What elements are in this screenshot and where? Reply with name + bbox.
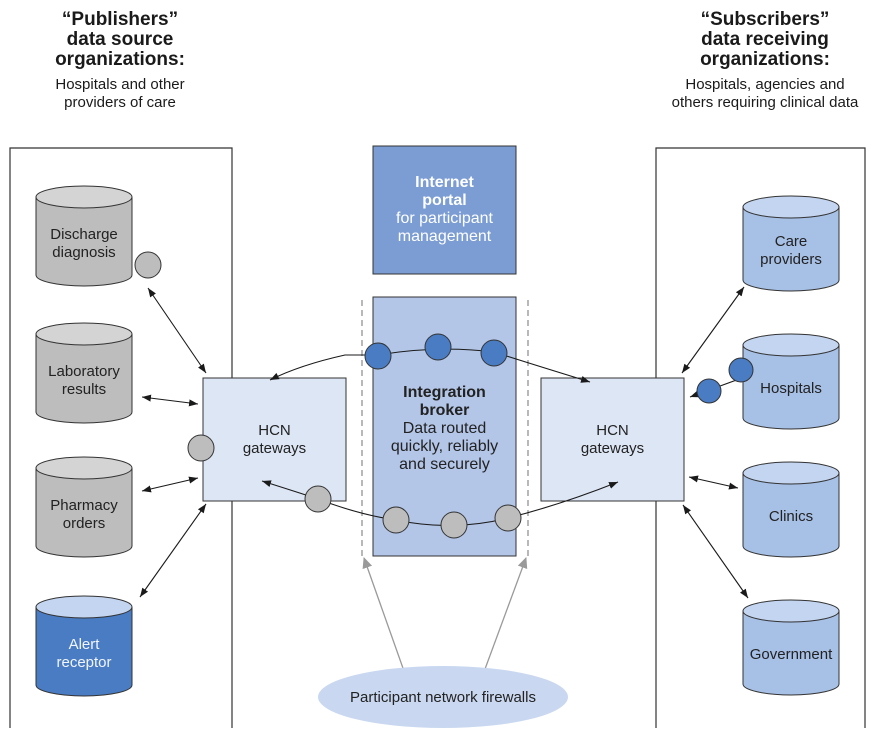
internet-portal-box	[372, 145, 517, 275]
receiver-label-care: Care providers	[743, 222, 839, 280]
broker-desc-line3: and securely	[399, 456, 490, 473]
source-label-alert: Alert receptor	[36, 622, 132, 686]
subscribers-title-line1: “Subscribers”	[700, 9, 830, 30]
portal-title-line1: Internet	[415, 174, 474, 191]
message-node-gateway-left	[187, 434, 215, 462]
publishers-header: “Publishers” data source organizations: …	[0, 10, 240, 112]
gateway-label-line1: HCN	[596, 421, 629, 439]
source-label-pharmacy: Pharmacy orders	[36, 483, 132, 547]
source-label-line2: receptor	[56, 654, 112, 671]
source-label-line1: Discharge	[50, 226, 118, 243]
receiver-label-clinics: Clinics	[743, 488, 839, 546]
subscribers-title-line2: data receiving	[701, 29, 829, 50]
cylinder-hospitals	[742, 333, 840, 430]
source-label-line1: Laboratory	[48, 363, 120, 380]
firewall-label-text: Participant network firewalls	[350, 689, 536, 706]
receiver-label-line2: providers	[760, 251, 822, 268]
message-node-top-3	[480, 339, 508, 367]
publishers-title-line2: data source	[66, 29, 174, 50]
message-node-bottom-3	[440, 511, 468, 539]
integration-broker-label: Integration broker Data routed quickly, …	[373, 378, 516, 508]
message-node-hospitals-2	[728, 357, 754, 383]
publishers-title-line1: “Publishers”	[61, 9, 179, 30]
source-label-line1: Pharmacy	[50, 497, 118, 514]
connector-gateway-clinics	[688, 475, 739, 490]
source-label-line2: results	[61, 381, 107, 398]
firewall-pointer-right	[477, 557, 528, 689]
cylinder-laboratory-results	[35, 322, 133, 424]
subscribers-subtitle-line1: Hospitals, agencies and	[685, 76, 845, 93]
message-node-bottom-4	[494, 504, 522, 532]
firewall-pointer-left	[362, 557, 411, 689]
connector-laboratory-gateway	[141, 394, 199, 407]
message-node-discharge	[134, 251, 162, 279]
source-label-line1: Alert	[68, 636, 100, 653]
receiver-label-line1: Care	[774, 233, 808, 250]
message-node-bottom-2	[382, 506, 410, 534]
message-node-top-1	[364, 342, 392, 370]
cylinder-clinics	[742, 461, 840, 558]
portal-desc-line2: management	[397, 228, 492, 245]
connector-gateway-care	[681, 286, 745, 374]
broker-desc-line2: quickly, reliably	[390, 438, 499, 455]
receiver-label-government: Government	[743, 626, 839, 684]
message-node-hospitals-1	[696, 378, 722, 404]
gateway-label-line2: gateways	[242, 439, 307, 457]
broker-title-line1: Integration	[403, 384, 486, 401]
cylinder-pharmacy-orders	[35, 456, 133, 558]
portal-desc-line1: for participant	[396, 210, 493, 227]
subscribers-title-line3: organizations:	[700, 49, 830, 70]
connector-gateway-government	[682, 504, 749, 599]
message-node-bottom-1	[304, 485, 332, 513]
connector-discharge-gateway	[147, 287, 207, 374]
publishers-subtitle-line1: Hospitals and other	[55, 76, 185, 93]
receiver-label-line1: Clinics	[768, 508, 814, 525]
firewall-label: Participant network firewalls	[318, 686, 568, 710]
connector-alert-gateway	[139, 503, 207, 598]
source-label-laboratory: Laboratory results	[36, 349, 132, 413]
receiver-label-line1: Hospitals	[760, 380, 822, 397]
source-label-discharge: Discharge diagnosis	[36, 212, 132, 276]
internet-portal-label: Internet portal for participant manageme…	[373, 146, 516, 274]
subscribers-subtitle-line2: others requiring clinical data	[671, 94, 859, 111]
message-node-top-2	[424, 333, 452, 361]
portal-title-line2: portal	[422, 192, 467, 209]
publishers-subtitle-line2: providers of care	[64, 94, 176, 111]
publishers-title-line3: organizations:	[55, 49, 185, 70]
cylinder-government	[742, 599, 840, 696]
broker-desc-line1: Data routed	[402, 420, 487, 437]
cylinder-alert-receptor	[35, 595, 133, 697]
gateway-label-line2: gateways	[580, 439, 645, 457]
gateway-right-label: HCN gateways	[541, 378, 684, 501]
cylinder-care-providers	[742, 195, 840, 292]
gateway-label-line1: HCN	[258, 421, 291, 439]
receiver-label-hospitals: Hospitals	[743, 360, 839, 418]
cylinder-discharge-diagnosis	[35, 185, 133, 287]
connector-pharmacy-gateway	[141, 476, 199, 493]
firewall-ellipse	[318, 666, 568, 728]
source-label-line2: diagnosis	[52, 244, 116, 261]
source-label-line2: orders	[62, 515, 106, 532]
gateway-left-label: HCN gateways	[203, 378, 346, 501]
receiver-label-line1: Government	[749, 646, 833, 663]
subscribers-header: “Subscribers” data receiving organizatio…	[655, 10, 875, 112]
broker-title-line2: broker	[419, 402, 470, 419]
